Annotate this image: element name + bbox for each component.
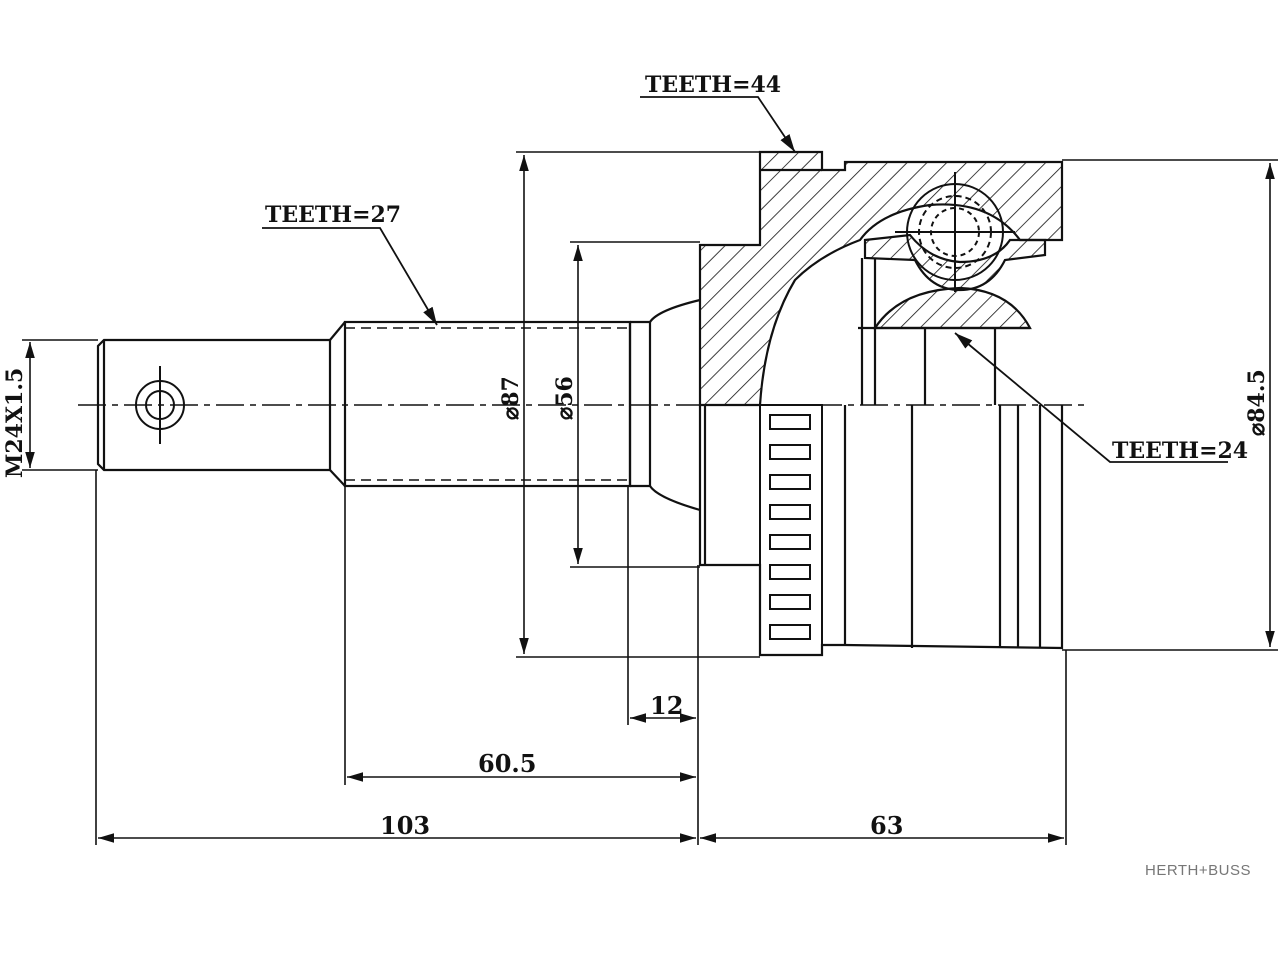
cross-hole-icon xyxy=(135,366,185,444)
dimension-lines xyxy=(22,151,1278,845)
len-60-5-dimension: 60.5 xyxy=(478,749,536,778)
abs-ring xyxy=(759,404,823,656)
len-103-dimension: 103 xyxy=(380,811,430,840)
len-63-dimension: 63 xyxy=(870,811,903,840)
bell-housing-body xyxy=(698,405,1064,657)
teeth-outer-label: TEETH=44 xyxy=(645,72,781,98)
leader-lines xyxy=(262,96,1228,463)
threaded-end xyxy=(96,321,346,487)
dia-56-dimension: ⌀56 xyxy=(552,376,578,420)
len-12-dimension: 12 xyxy=(650,691,683,720)
inner-race xyxy=(858,233,1047,405)
splined-shaft xyxy=(343,298,701,512)
teeth-inner-label: TEETH=24 xyxy=(1112,438,1248,464)
thread-dimension: M24X1.5 xyxy=(2,368,28,478)
dia-87-dimension: ⌀87 xyxy=(498,376,524,420)
brand-logo: HERTH+BUSS xyxy=(1145,862,1251,879)
teeth-shaft-label: TEETH=27 xyxy=(265,202,401,228)
ball-icon xyxy=(895,172,1015,292)
dia-84-5-dimension: ⌀84.5 xyxy=(1244,369,1270,436)
bell-housing-section xyxy=(698,150,1064,407)
